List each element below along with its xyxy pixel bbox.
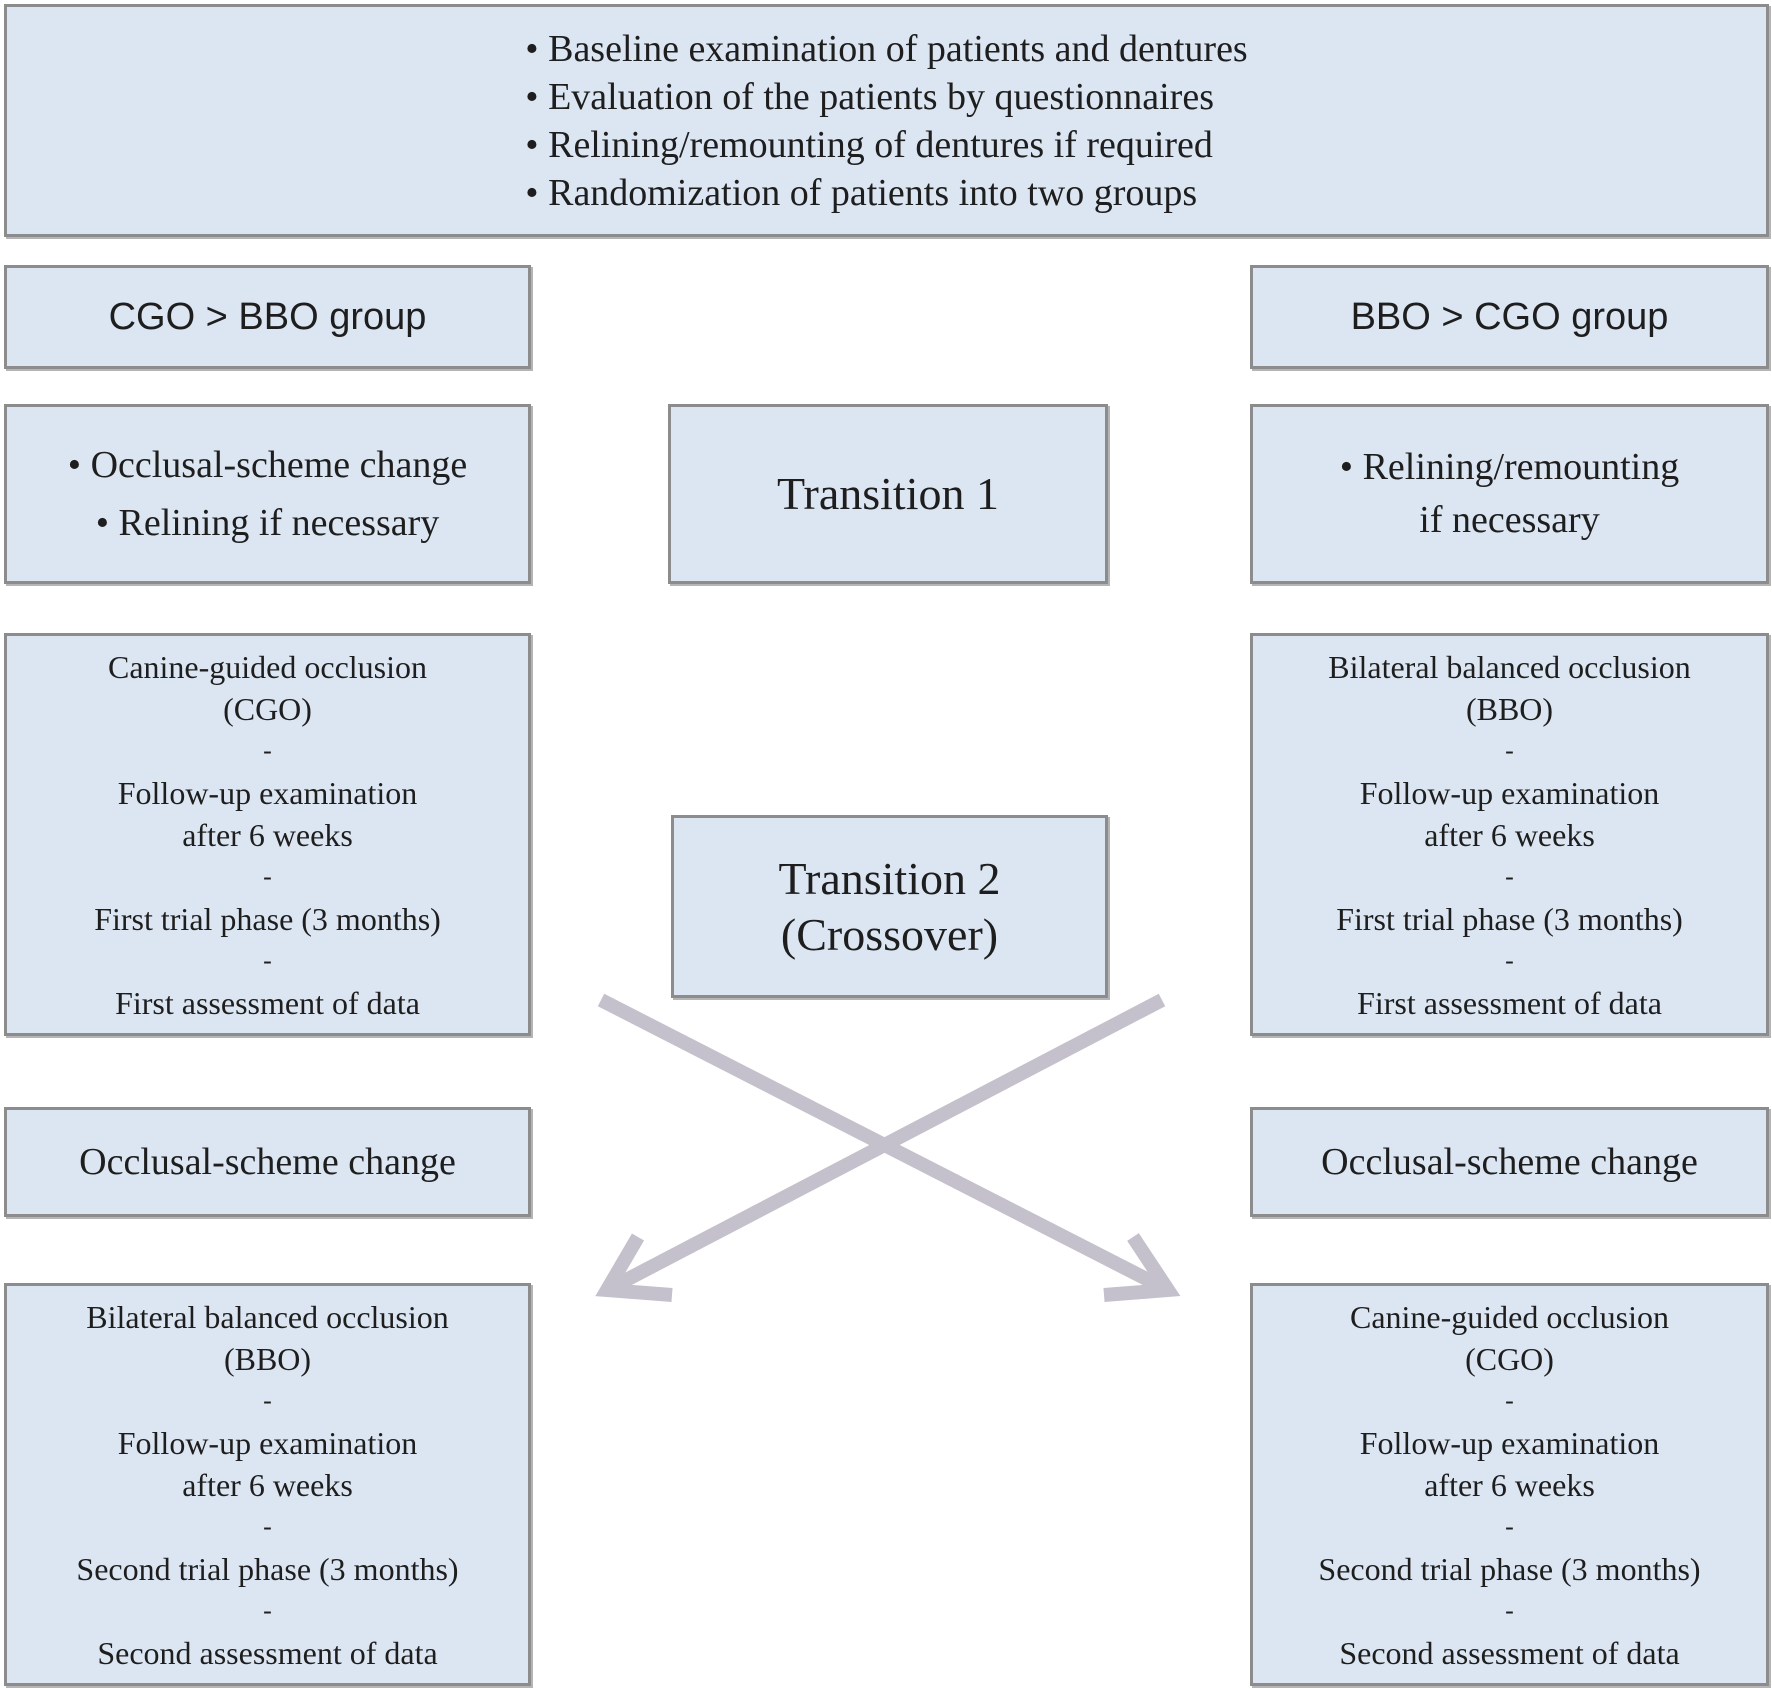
change-item: Relining if necessary — [96, 494, 440, 552]
phase-separator: - — [1505, 735, 1514, 765]
change-item: if necessary — [1419, 499, 1600, 541]
bbo-cgo-group-header: BBO > CGO group — [1250, 265, 1769, 369]
phase-separator: - — [1505, 1511, 1514, 1541]
phase-separator: - — [263, 735, 272, 765]
change-item: Relining/remounting — [1340, 441, 1680, 494]
change-item: Occlusal-scheme change — [68, 436, 468, 494]
phase-separator: - — [263, 945, 272, 975]
left-phase-1-box: Canine-guided occlusion (CGO) - Follow-u… — [4, 633, 531, 1036]
phase-line: First assessment of data — [115, 984, 420, 1021]
phase-separator: - — [1505, 945, 1514, 975]
phase-separator: - — [1505, 1595, 1514, 1625]
phase-line: Canine-guided occlusion — [1349, 1298, 1670, 1335]
scheme-change-label: Occlusal-scheme change — [1321, 1141, 1698, 1183]
transition-1-label: Transition 1 — [777, 468, 999, 519]
baseline-steps-box: Baseline examination of patients and den… — [4, 4, 1769, 237]
phase-line: First trial phase (3 months) — [1336, 900, 1683, 937]
baseline-step: Evaluation of the patients by questionna… — [525, 73, 1247, 121]
baseline-step: Baseline examination of patients and den… — [525, 25, 1248, 73]
transition-2-box: Transition 2 (Crossover) — [671, 815, 1108, 998]
phase-line: (CGO) — [1465, 1340, 1554, 1377]
phase-line: Follow-up examination — [1359, 1424, 1660, 1461]
phase-line: after 6 weeks — [182, 1466, 353, 1503]
phase-line: after 6 weeks — [1424, 816, 1595, 853]
phase-line: (BBO) — [1465, 690, 1554, 727]
phase-line: Bilateral balanced occlusion — [1328, 648, 1691, 685]
left-initial-change-box: Occlusal-scheme change Relining if neces… — [4, 404, 531, 584]
transition-2-label: Transition 2 — [778, 852, 1001, 904]
group-header-label: CGO > BBO group — [108, 295, 427, 338]
phase-separator: - — [263, 1511, 272, 1541]
left-phase-2-box: Bilateral balanced occlusion (BBO) - Fol… — [4, 1283, 531, 1686]
crossover-arrow-to-left — [595, 993, 1166, 1302]
transition-2-sublabel: (Crossover) — [780, 908, 999, 960]
right-initial-change-box: Relining/remounting if necessary — [1250, 404, 1769, 584]
group-header-label: BBO > CGO group — [1350, 295, 1669, 338]
phase-line: (CGO) — [223, 690, 312, 727]
phase-separator: - — [263, 1385, 272, 1415]
crossover-arrow-head — [595, 1233, 673, 1302]
right-scheme-change-box: Occlusal-scheme change — [1250, 1107, 1769, 1217]
phase-line: (BBO) — [223, 1340, 312, 1377]
baseline-step: Randomization of patients into two group… — [525, 169, 1247, 217]
right-phase-2-box: Canine-guided occlusion (CGO) - Follow-u… — [1250, 1283, 1769, 1686]
phase-line: Second trial phase (3 months) — [76, 1550, 459, 1587]
phase-line: Bilateral balanced occlusion — [86, 1298, 449, 1335]
left-scheme-change-box: Occlusal-scheme change — [4, 1107, 531, 1217]
phase-line: Follow-up examination — [117, 774, 418, 811]
phase-line: Follow-up examination — [1359, 774, 1660, 811]
phase-separator: - — [1505, 1385, 1514, 1415]
crossover-arrow-head — [1103, 1233, 1181, 1302]
right-phase-1-box: Bilateral balanced occlusion (BBO) - Fol… — [1250, 633, 1769, 1036]
phase-line: Second assessment of data — [97, 1634, 438, 1671]
phase-line: Follow-up examination — [117, 1424, 418, 1461]
phase-separator: - — [1505, 861, 1514, 891]
scheme-change-label: Occlusal-scheme change — [79, 1141, 456, 1183]
phase-line: Second trial phase (3 months) — [1318, 1550, 1701, 1587]
phase-line: after 6 weeks — [182, 816, 353, 853]
crossover-arrow-shaft — [603, 993, 1166, 1297]
phase-line: Canine-guided occlusion — [107, 648, 428, 685]
cgo-bbo-group-header: CGO > BBO group — [4, 265, 531, 369]
phase-line: Second assessment of data — [1339, 1634, 1680, 1671]
phase-line: after 6 weeks — [1424, 1466, 1595, 1503]
phase-separator: - — [263, 1595, 272, 1625]
baseline-step: Relining/remounting of dentures if requi… — [525, 121, 1247, 169]
transition-1-box: Transition 1 — [668, 404, 1108, 584]
phase-line: First assessment of data — [1357, 984, 1662, 1021]
phase-line: First trial phase (3 months) — [94, 900, 441, 937]
phase-separator: - — [263, 861, 272, 891]
